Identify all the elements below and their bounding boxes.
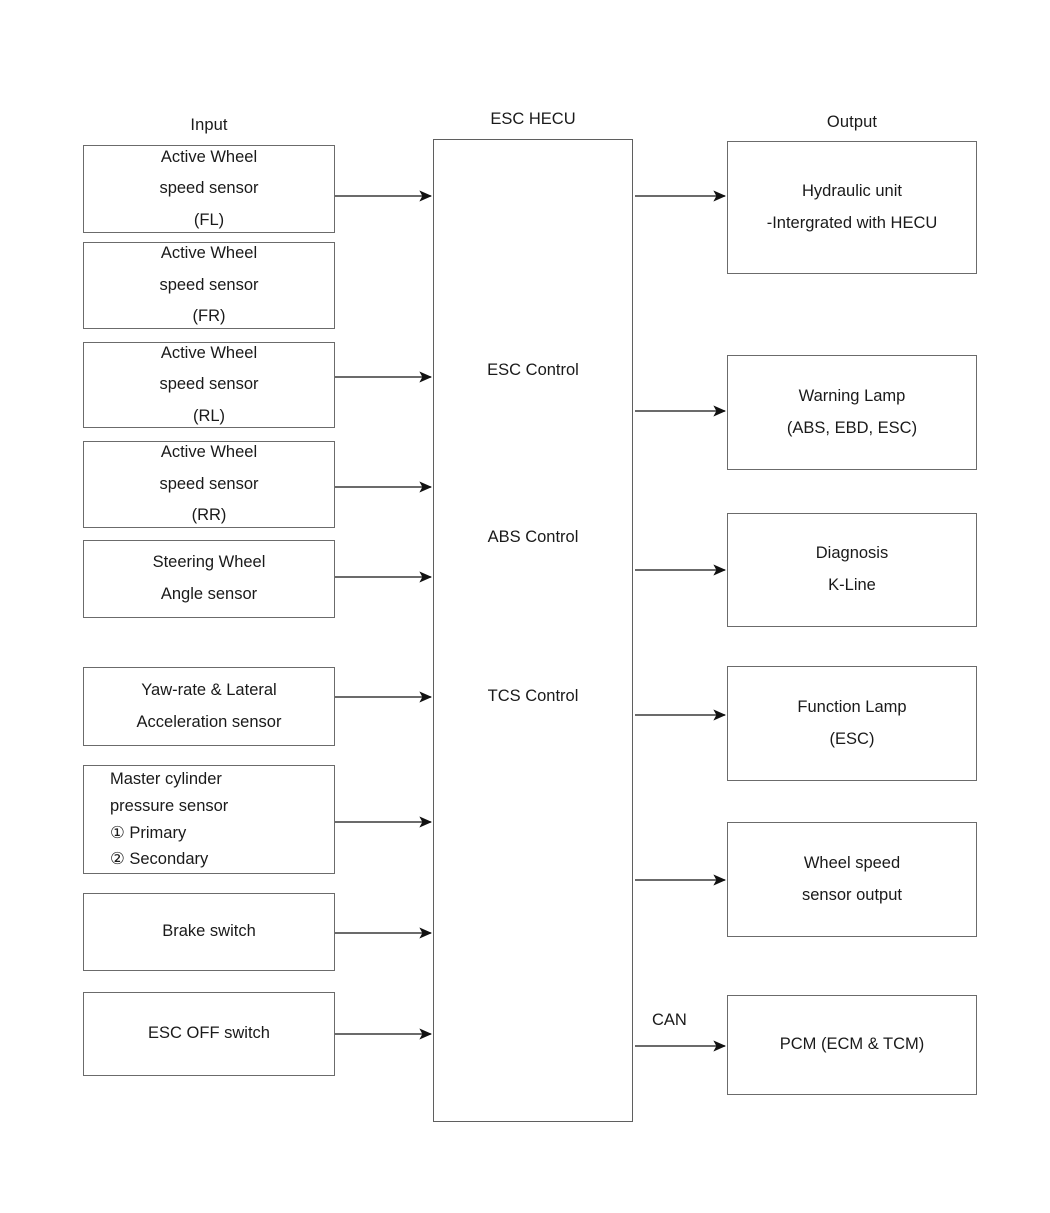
node-line: (RR): [191, 506, 227, 525]
output-node-hydraulic-unit[interactable]: Hydraulic unit -Intergrated with HECU: [727, 141, 977, 274]
output-node-diagnosis-k-line[interactable]: Diagnosis K-Line: [727, 513, 977, 627]
node-line: Active Wheel: [160, 343, 258, 362]
input-node-yaw-rate-lateral-acceleration-sensor[interactable]: Yaw-rate & Lateral Acceleration sensor: [83, 667, 335, 746]
node-line: (RL): [192, 406, 226, 425]
output-node-warning-lamp[interactable]: Warning Lamp (ABS, EBD, ESC): [727, 355, 977, 470]
output-node-wheel-speed-sensor-output[interactable]: Wheel speed sensor output: [727, 822, 977, 937]
input-node-brake-switch[interactable]: Brake switch: [83, 893, 335, 971]
node-line: speed sensor: [159, 474, 259, 493]
node-line: ESC OFF switch: [148, 1024, 270, 1043]
hecu-function-abs-control: ABS Control: [487, 528, 579, 546]
node-line: (FL): [193, 210, 225, 229]
node-line: Acceleration sensor: [136, 712, 282, 731]
node-line: Hydraulic unit: [802, 181, 902, 200]
input-node-wheel-speed-fl[interactable]: Active Wheel speed sensor (FL): [83, 145, 335, 233]
column-title-output: Output: [826, 113, 878, 131]
node-line: Brake switch: [162, 922, 256, 941]
node-line: Active Wheel: [160, 244, 258, 262]
node-line: pressure sensor: [110, 796, 229, 815]
node-line: Master cylinder: [110, 770, 222, 789]
node-line: sensor output: [802, 885, 902, 904]
node-line: Angle sensor: [160, 585, 258, 603]
output-node-pcm[interactable]: PCM (ECM & TCM): [727, 995, 977, 1095]
node-line: Yaw-rate & Lateral: [141, 680, 277, 699]
input-node-wheel-speed-fr[interactable]: Active Wheel speed sensor (FR): [83, 242, 335, 329]
node-line: Warning Lamp: [798, 386, 906, 405]
output-node-function-lamp[interactable]: Function Lamp (ESC): [727, 666, 977, 781]
column-title-input: Input: [190, 116, 228, 134]
column-title-esc-hecu: ESC HECU: [490, 110, 576, 128]
hecu-function-tcs-control: TCS Control: [487, 687, 579, 705]
hecu-function-esc-control: ESC Control: [487, 361, 579, 379]
node-line: Function Lamp: [797, 697, 907, 716]
node-line: (FR): [192, 307, 226, 326]
input-node-wheel-speed-rl[interactable]: Active Wheel speed sensor (RL): [83, 342, 335, 428]
node-line: ① Primary: [110, 823, 187, 842]
edge-label-can: CAN: [652, 1011, 687, 1029]
node-line: Wheel speed: [803, 853, 901, 872]
node-line: PCM (ECM & TCM): [779, 1035, 925, 1054]
node-line: K-Line: [828, 576, 876, 594]
node-line: (ABS, EBD, ESC): [786, 418, 918, 437]
esc-hecu-box[interactable]: [433, 139, 633, 1122]
input-node-steering-wheel-angle-sensor[interactable]: Steering Wheel Angle sensor: [83, 540, 335, 618]
node-line: ② Secondary: [110, 850, 209, 869]
node-line: (ESC): [829, 729, 875, 748]
node-line: Active Wheel: [160, 147, 258, 166]
input-node-wheel-speed-rr[interactable]: Active Wheel speed sensor (RR): [83, 441, 335, 528]
node-line: -Intergrated with HECU: [766, 213, 938, 232]
node-line: Active Wheel: [160, 443, 258, 461]
node-line: Steering Wheel: [152, 553, 266, 572]
input-node-master-cylinder-pressure-sensor[interactable]: Master cylinder pressure sensor ① Primar…: [83, 765, 335, 874]
input-node-esc-off-switch[interactable]: ESC OFF switch: [83, 992, 335, 1076]
node-line: speed sensor: [159, 179, 259, 198]
node-line: speed sensor: [159, 375, 259, 394]
node-line: speed sensor: [159, 275, 259, 294]
node-line: Diagnosis: [815, 544, 889, 563]
